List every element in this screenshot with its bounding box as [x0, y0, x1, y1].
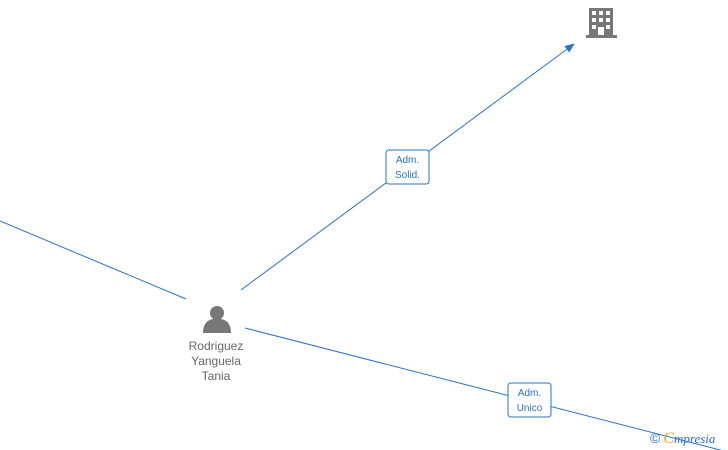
person-name-line: Rodriguez [188, 339, 244, 353]
person-name-line: Yanguela [191, 354, 241, 368]
edge-right [244, 327, 723, 450]
empresia-watermark: ©Cmpresia [650, 430, 715, 448]
edge-label-line: Adm. [518, 388, 541, 399]
edge-label-line: Adm. [396, 155, 419, 166]
person-name-line: Tania [201, 369, 231, 383]
edge-label-adm-unico[interactable]: Adm. Unico [507, 382, 552, 418]
brand-name: mpresia [674, 431, 716, 446]
edge-left [0, 220, 187, 300]
person-icon[interactable] [203, 306, 231, 333]
copyright-symbol: © [650, 430, 661, 446]
edge-label-line: Unico [517, 403, 543, 414]
person-name[interactable]: Rodriguez Yanguela Tania [168, 339, 264, 384]
edge-label-line: Solid. [395, 170, 420, 181]
building-icon[interactable] [586, 8, 617, 38]
edge-label-adm-solid[interactable]: Adm. Solid. [385, 149, 430, 185]
brand-initial: C [663, 430, 674, 447]
